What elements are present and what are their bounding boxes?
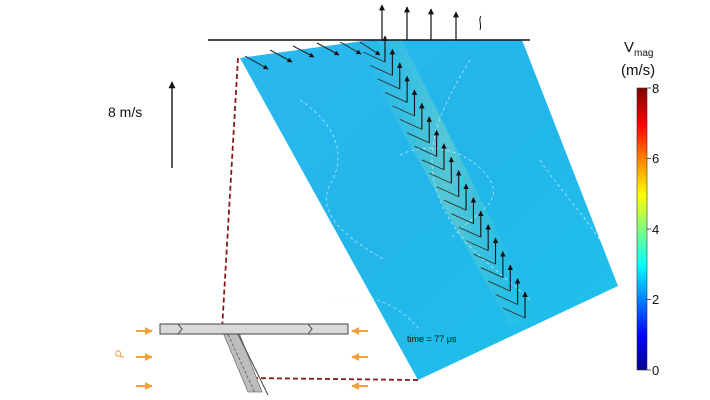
band-vectors: [362, 35, 528, 319]
colorbar-tick-6: 6: [652, 151, 659, 166]
band-vector-tail: [429, 172, 452, 184]
colorbar-gradient: [636, 87, 648, 371]
upward-vectors-top: [379, 4, 459, 40]
band-vector-tail: [495, 294, 518, 305]
contour-lines: [299, 59, 601, 331]
band-vector-tail: [384, 92, 408, 103]
load-arrows-right: [351, 327, 368, 390]
band-vector-tail: [436, 186, 459, 198]
band-vector-tail: [414, 145, 437, 157]
shear-band: [352, 40, 540, 326]
specimen-bar: [159, 323, 349, 335]
shear-zone: [221, 329, 263, 393]
load-label: P: [113, 350, 127, 358]
band-vector-tail: [502, 307, 526, 319]
band-vector-tail: [362, 51, 386, 63]
band-vector-tail: [480, 267, 504, 278]
colorbar: Vmag (m/s) 8 6 4 2 0: [621, 39, 659, 378]
break-symbol-left: [177, 323, 183, 335]
band-vector-tail: [407, 132, 430, 144]
specimen-schematic: [159, 323, 349, 396]
load-arrows-left: [136, 327, 153, 390]
band-vector-tail: [488, 280, 511, 292]
band-vector-tail: [370, 65, 393, 76]
colorbar-tick-4: 4: [652, 222, 659, 237]
sloped-vectors: [244, 41, 381, 70]
colorbar-title: Vmag: [624, 39, 653, 59]
break-symbol-right: [307, 323, 313, 335]
band-vector-tail: [451, 213, 474, 225]
time-label: time = 77 μs: [407, 334, 457, 344]
band-vector-tail: [421, 159, 445, 171]
band-vector-tail: [392, 105, 415, 117]
colorbar-tick-2: 2: [652, 292, 659, 307]
small-hook-vector: [479, 15, 482, 31]
colorbar-units: (m/s): [621, 62, 655, 79]
band-vector-tail: [443, 199, 467, 211]
band-vector-tail: [465, 240, 489, 252]
colorbar-tick-8: 8: [652, 81, 659, 96]
band-vector-tail: [458, 226, 481, 238]
colorbar-tick-0: 0: [652, 363, 659, 378]
band-vector-tail: [377, 78, 400, 90]
scale-label: 8 m/s: [108, 104, 142, 120]
band-vector-tail: [399, 118, 423, 130]
band-vector-tail: [473, 253, 496, 265]
connector-lines: [221, 57, 419, 381]
